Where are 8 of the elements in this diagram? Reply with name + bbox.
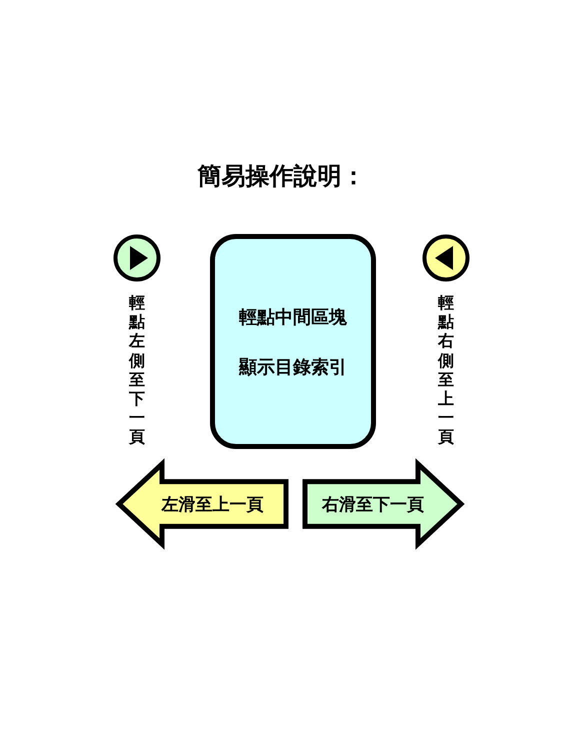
arrow-text: 左滑至上一頁 <box>162 494 264 516</box>
vertical-label: 輕點右側至上一頁 <box>438 293 454 446</box>
title: 簡易操作說明： <box>196 161 366 192</box>
box-text: 顯示目錄索引 <box>239 356 347 378</box>
box-text: 輕點中間區塊 <box>239 306 347 328</box>
vertical-label: 輕點左側至下一頁 <box>129 293 145 446</box>
arrow-text: 右滑至下一頁 <box>322 494 424 516</box>
rounded-box <box>210 234 376 449</box>
